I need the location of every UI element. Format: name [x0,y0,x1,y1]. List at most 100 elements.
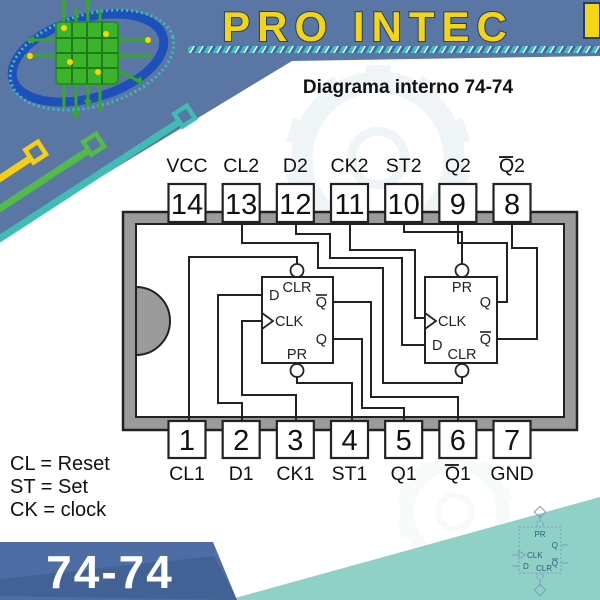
brand-text: PRO INTEC [222,3,514,50]
pin-label: CL2 [223,155,259,177]
ff-label-d: D [269,288,279,304]
mini-label-qbar: Q [552,559,558,568]
pin: 12 D2 [275,155,315,224]
pin-number: 11 [334,189,364,221]
clk-triangle [518,550,526,560]
pin-box [275,419,315,460]
ic-body-inner [135,223,565,418]
pin-label: CL1 [169,463,205,485]
wire [497,222,538,340]
wire [457,222,508,303]
pin-box [384,419,424,460]
bubble-bottom [289,363,305,378]
bubble-top [454,263,470,278]
pin-number: 5 [396,425,412,457]
banner-shadow [0,556,237,600]
mini-label-pr: PR [534,530,545,539]
pin-label: D1 [229,463,254,485]
diamond [533,583,547,597]
ff-label-bottom: PR [287,347,307,363]
pin-label: ST2 [386,155,422,177]
ff-label-top: PR [452,280,472,296]
pin: 2D1 [221,419,261,485]
teal-corner [228,497,600,600]
bubble-bottom [454,363,470,378]
pin-box [438,182,478,224]
pin-label: ST1 [332,463,368,485]
mini-label-d: D [523,562,529,571]
mini-ff-box [518,526,562,574]
corner-fragment [583,2,600,39]
ff-label-q: Q [316,332,327,348]
pin-number: 9 [450,189,466,221]
wire [241,222,463,384]
pin: 5Q1 [384,419,424,485]
pin-box [492,419,532,460]
pin-number: 12 [279,189,311,221]
pin-number: 6 [450,425,466,457]
pin-number: 4 [341,425,357,457]
pin-label: D2 [283,155,308,177]
ff-label-q: Q [480,295,491,311]
mini-label-clk: CLK [527,551,543,560]
ff-label-bottom: CLR [447,347,476,363]
pin-number: 7 [504,425,520,457]
wire [188,256,298,421]
trace-lines-decoration [0,102,199,243]
pin-box [329,419,370,460]
gear-tooth [365,65,391,89]
header-band [0,0,600,238]
pin-label: CK1 [276,463,314,485]
legend-line: CL = Reset [10,453,110,475]
wire [217,294,262,421]
diamond [533,505,547,519]
pin-number: 1 [179,425,195,457]
pin: 10 ST2 [384,155,424,224]
wire [333,301,459,421]
pin: 6Q1 [438,419,478,485]
pin-box [221,419,261,460]
wire [403,222,463,264]
pin-label: CK2 [331,155,369,177]
gear-tooth [474,460,496,481]
gear-tooth [286,117,316,148]
mini-label-clr: CLR [536,564,552,573]
gear-hub [435,492,475,532]
pin-number: 8 [504,189,520,221]
ff-label-q: Q [316,295,327,311]
gear-tooth [313,75,347,109]
legend-line: CK = clock [10,499,107,521]
flipflop-box [424,276,498,364]
legend: CL = Reset ST = Set CK = clock [10,453,110,521]
gear-tooth [396,518,416,538]
gear-tooth [440,117,470,148]
pin-number: 3 [287,425,303,457]
page-title: Diagrama interno 74-74 [303,77,514,98]
wire [296,377,353,421]
gear-tooth [396,486,416,506]
ff-label-d: D [432,338,442,354]
pin-number: 10 [388,189,420,221]
ff-label-q: Q [480,332,491,348]
pin-label: Q1 [391,463,417,485]
bubble-top [289,263,305,278]
ff-label-top: CLR [282,280,311,296]
wire [295,222,425,346]
ic-notch [135,285,171,357]
banner [0,542,237,600]
pin: 9Q2 [438,155,478,224]
pin-box [384,182,424,224]
flipflop-box [261,276,334,364]
gear-tooth [409,75,443,109]
